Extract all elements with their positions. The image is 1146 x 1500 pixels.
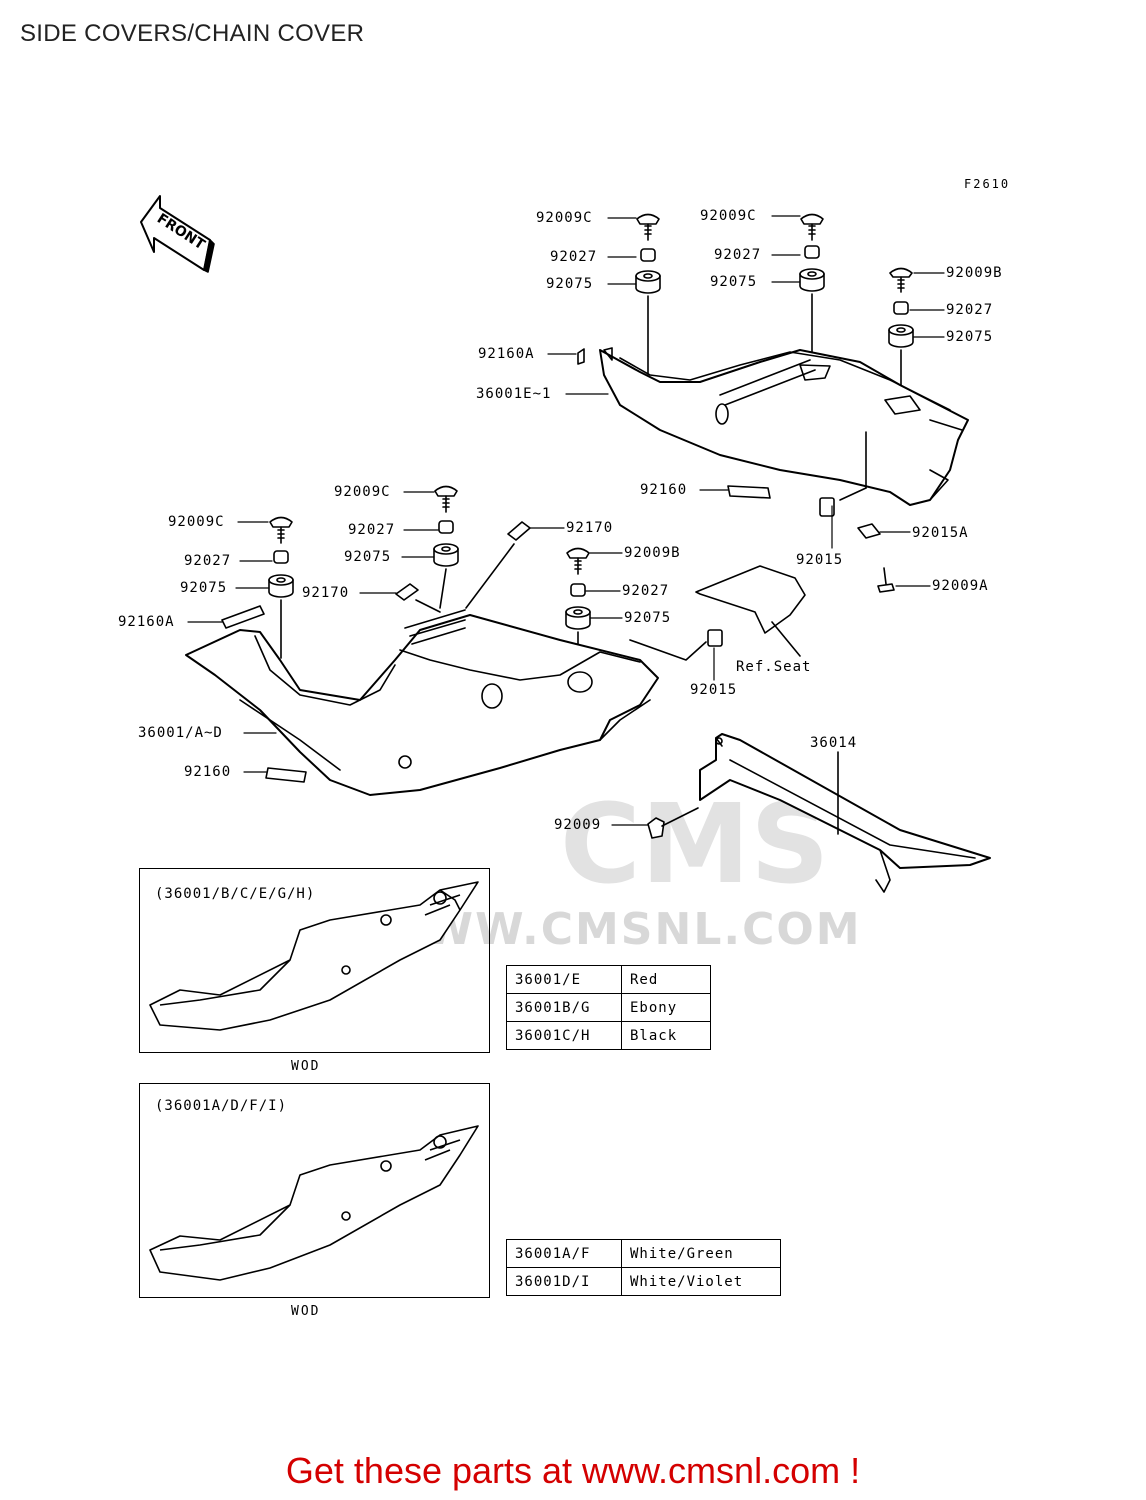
tape-icon xyxy=(221,605,265,629)
table-cell: 36001D/I xyxy=(506,1267,622,1296)
part-label: 92015A xyxy=(912,525,969,541)
part-label: 92027 xyxy=(184,553,232,569)
bolt-icon xyxy=(877,567,895,593)
leader-lines xyxy=(187,215,945,826)
chain-cover xyxy=(699,733,991,893)
inset-caption: (36001/B/C/E/G/H) xyxy=(155,886,316,902)
part-label: 92009A xyxy=(932,578,989,594)
part-label: 92015 xyxy=(690,682,738,698)
clip-icon xyxy=(629,629,723,661)
part-label: 92009 xyxy=(554,817,602,833)
table-cell: White/Green xyxy=(621,1239,781,1268)
table-cell: Ebony xyxy=(621,993,711,1022)
upper-side-cover xyxy=(599,347,969,506)
part-label: 92075 xyxy=(624,610,672,626)
lower-side-cover xyxy=(185,609,659,796)
part-label: 92075 xyxy=(710,274,758,290)
part-label: 92170 xyxy=(302,585,350,601)
part-label: 92160 xyxy=(184,764,232,780)
inset-variant-1 xyxy=(139,868,490,1053)
table-cell: 36001C/H xyxy=(506,1021,622,1050)
table-cell: Black xyxy=(621,1021,711,1050)
page-title: SIDE COVERS/CHAIN COVER xyxy=(20,20,365,47)
part-label: 92160A xyxy=(118,614,175,630)
part-label: 36014 xyxy=(810,735,858,751)
part-label: 92075 xyxy=(546,276,594,292)
part-label: 92009C xyxy=(334,484,391,500)
bolt-icon xyxy=(647,807,699,839)
table-cell: Red xyxy=(621,965,711,994)
part-label: 92027 xyxy=(946,302,994,318)
fastener-stack-icon xyxy=(565,547,591,657)
fastener-stack-icon xyxy=(888,267,914,403)
table-cell: 36001A/F xyxy=(506,1239,622,1268)
tape-icon xyxy=(265,767,307,783)
fastener-stack-icon xyxy=(433,485,459,609)
part-label: Ref.Seat xyxy=(736,659,812,675)
table-cell: 36001/E xyxy=(506,965,622,994)
part-label: 92160 xyxy=(640,482,688,498)
clip-icon xyxy=(395,583,419,601)
clip-icon xyxy=(857,523,881,539)
part-label: 92027 xyxy=(622,583,670,599)
leader-line xyxy=(415,599,441,613)
promo-link[interactable]: Get these parts at www.cmsnl.com ! xyxy=(285,1450,861,1491)
front-arrow-icon: FRONT xyxy=(140,195,215,273)
part-label: 92170 xyxy=(566,520,614,536)
fastener-stack-icon xyxy=(635,213,661,375)
part-label: 92027 xyxy=(550,249,598,265)
clip-icon xyxy=(819,431,867,517)
part-label: 36001E~1 xyxy=(476,386,552,402)
part-label: 92009B xyxy=(946,265,1003,281)
inset-variant-2 xyxy=(139,1083,490,1298)
part-label: 92160A xyxy=(478,346,535,362)
part-label: 92027 xyxy=(714,247,762,263)
part-label: 92075 xyxy=(344,549,392,565)
part-label: 92075 xyxy=(180,580,228,596)
inset-caption: (36001A/D/F/I) xyxy=(155,1098,288,1114)
inset-note: WOD xyxy=(291,1304,321,1319)
part-label: 92009B xyxy=(624,545,681,561)
part-label: 92009C xyxy=(168,514,225,530)
inset-note: WOD xyxy=(291,1059,321,1074)
part-label: 92027 xyxy=(348,522,396,538)
seat-reference xyxy=(695,565,806,657)
part-label: 92015 xyxy=(796,552,844,568)
clip-icon xyxy=(577,348,585,365)
leader-line xyxy=(465,543,515,609)
part-label: 36001/A~D xyxy=(138,725,223,741)
part-label: 92009C xyxy=(536,210,593,226)
figure-code: F2610 xyxy=(964,177,1011,191)
table-cell: White/Violet xyxy=(621,1267,781,1296)
fastener-stack-icon xyxy=(268,516,294,659)
part-label: 92009C xyxy=(700,208,757,224)
part-label: 92075 xyxy=(946,329,994,345)
tape-icon xyxy=(727,485,771,499)
